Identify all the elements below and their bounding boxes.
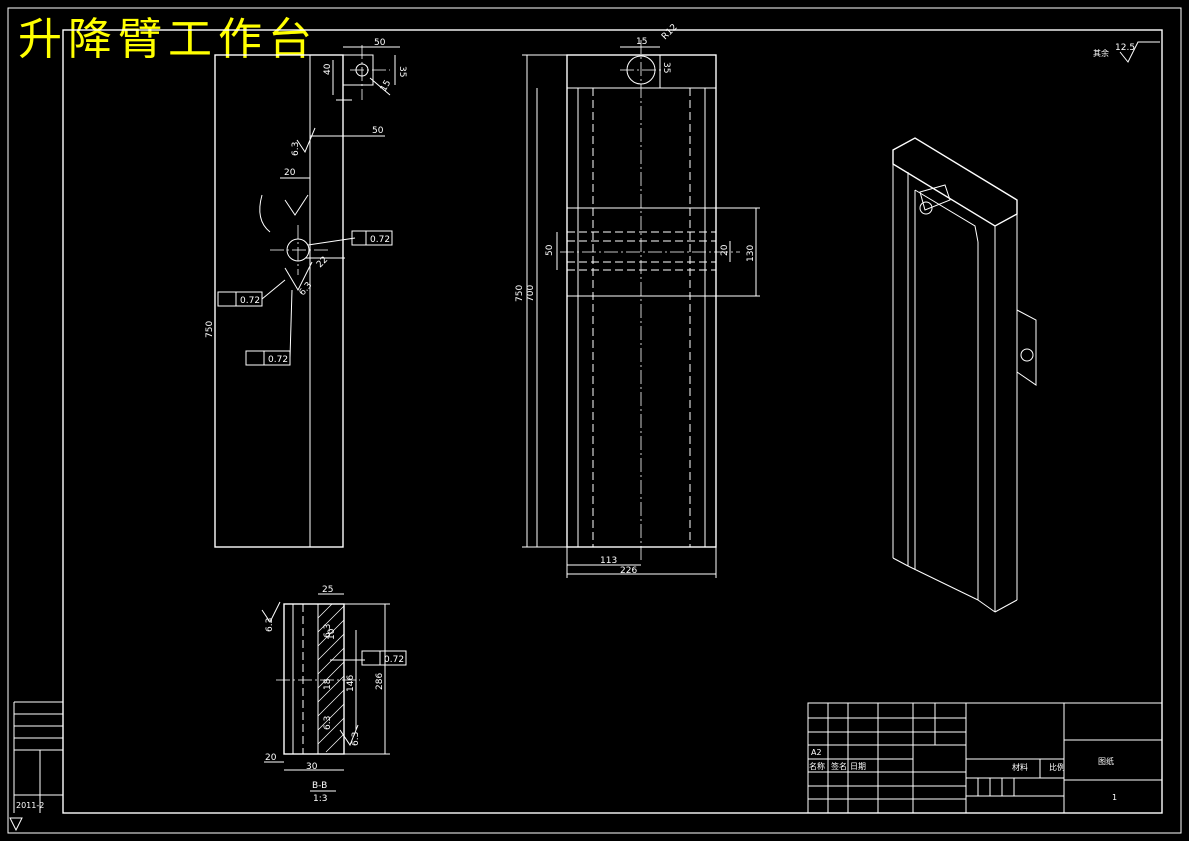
- svg-text:18: 18: [323, 678, 333, 690]
- svg-text:0.72: 0.72: [240, 296, 260, 306]
- svg-text:6.3: 6.3: [291, 142, 301, 156]
- svg-text:750: 750: [515, 285, 525, 302]
- svg-text:其余: 其余: [1093, 48, 1109, 58]
- svg-text:700: 700: [526, 285, 536, 302]
- left-strip-label: 2011-2: [16, 801, 44, 810]
- svg-text:0.72: 0.72: [384, 655, 404, 665]
- svg-text:6.3: 6.3: [323, 716, 333, 730]
- section-label: B-B: [312, 781, 327, 791]
- svg-text:25: 25: [322, 585, 333, 595]
- svg-text:750: 750: [205, 321, 215, 338]
- isometric-view: [892, 137, 1037, 613]
- outer-border: [7, 7, 1182, 834]
- roughness-symbol: 其余 12.5: [1093, 41, 1160, 63]
- section-scale: 1:3: [313, 794, 327, 804]
- col-date: 日期: [850, 762, 866, 771]
- svg-text:40: 40: [323, 63, 333, 75]
- col-name: 名称: [809, 761, 825, 771]
- svg-text:50: 50: [545, 244, 555, 256]
- front-view: 50 35 40 15 50 6.3 20 6.3 0.72 22 0.72: [205, 38, 407, 548]
- svg-text:6.3: 6.3: [298, 281, 315, 298]
- svg-text:130: 130: [746, 245, 756, 262]
- col-signature: 签名: [831, 761, 847, 771]
- svg-text:50: 50: [374, 38, 386, 48]
- svg-text:113: 113: [600, 556, 617, 566]
- svg-text:6.3: 6.3: [351, 732, 361, 746]
- svg-text:6.3: 6.3: [265, 618, 275, 632]
- svg-text:286: 286: [375, 673, 385, 690]
- svg-text:30: 30: [306, 762, 318, 772]
- svg-text:0.72: 0.72: [268, 355, 288, 365]
- svg-text:10: 10: [327, 628, 337, 640]
- svg-text:0.72: 0.72: [370, 235, 390, 245]
- sheet-size: A2: [811, 748, 822, 757]
- svg-text:15: 15: [636, 37, 647, 47]
- sheet-number: 1: [1112, 793, 1117, 802]
- svg-text:50: 50: [372, 126, 384, 136]
- svg-text:35: 35: [661, 62, 671, 73]
- svg-text:12.5: 12.5: [1115, 43, 1135, 53]
- svg-text:20: 20: [720, 244, 730, 256]
- inner-border: [62, 29, 1163, 814]
- drawing-name: 图纸: [1098, 756, 1114, 766]
- section-view: 25 286 146 6.3 6.3 0.72 10 18 6.3 6.3 20…: [261, 585, 407, 804]
- svg-text:15: 15: [379, 79, 393, 94]
- side-view: 15 R12 35 50 20 130 750 700 113 226: [515, 23, 760, 578]
- svg-text:146: 146: [346, 675, 356, 692]
- svg-text:35: 35: [397, 66, 407, 77]
- drawing-title: 升降臂工作台: [18, 14, 318, 65]
- svg-text:22: 22: [315, 255, 330, 270]
- title-block: A2 名称 签名 日期 材料 比例 图纸 1: [807, 702, 1163, 814]
- material-label: 材料: [1012, 762, 1028, 772]
- svg-text:R12: R12: [660, 23, 680, 43]
- svg-text:6.3: 6.3: [323, 624, 333, 638]
- svg-text:20: 20: [265, 753, 277, 763]
- svg-text:226: 226: [620, 566, 637, 576]
- section-hatching: [317, 603, 345, 753]
- scale-label: 比例: [1049, 762, 1065, 772]
- left-strip: 2011-2: [9, 701, 63, 832]
- svg-text:20: 20: [284, 168, 296, 178]
